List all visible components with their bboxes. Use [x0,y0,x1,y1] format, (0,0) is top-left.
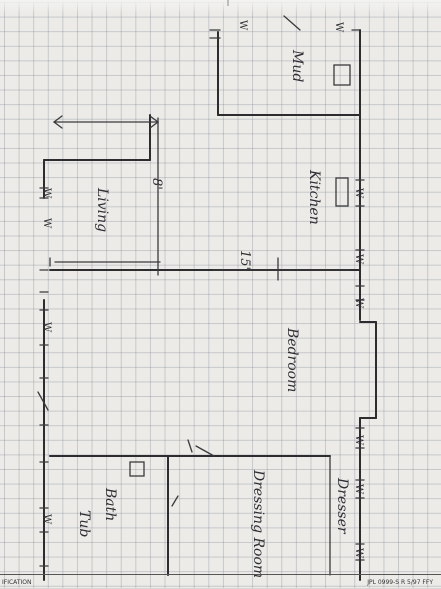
footer-right-text: JPL 0999-S R 5/97 FFY [367,579,433,586]
dressing-door-swing [195,445,215,457]
window-mark: W [353,548,364,559]
window-ticks [39,29,365,567]
mud-appliance-box [333,64,351,86]
room-label-dressing-room: Dressing Room [250,470,266,579]
window-mark: W [353,254,364,265]
sheet-footer: IFICATION JPL 0999-S R 5/97 FFY [0,574,441,589]
dim-arrow-left [52,115,63,129]
room-label-mud: Mud [289,50,305,83]
window-mark: W [353,188,364,199]
dimension-living-width: 8' [149,178,164,190]
mud-door-swing [283,15,301,31]
room-label-bedroom: Bedroom [284,328,300,393]
sheet-edge-highlight [0,0,441,14]
kitchen-sink-box [335,177,349,207]
footer-left-text: IFICATION [2,579,32,586]
left-door-swing [37,391,49,411]
window-mark: W [333,22,344,33]
window-mark: W [41,514,52,525]
dimension-kitchen-length: 15' [237,250,252,271]
room-label-dresser: Dresser [334,478,350,534]
window-mark: W [353,484,364,495]
bath-door-swing [171,495,179,507]
window-mark: W [353,298,364,309]
room-label-living: Living [94,188,110,233]
window-mark: W [41,188,52,199]
window-mark: W [237,20,248,31]
window-mark: W [353,435,364,446]
room-label-bath: Bath [102,488,118,522]
window-mark: W [41,322,52,333]
toilet-box [129,461,145,477]
room-label-kitchen: Kitchen [306,170,322,225]
window-mark: W [41,218,52,229]
dressing-door-tick [187,439,193,453]
room-label-tub: Tub [76,510,92,538]
